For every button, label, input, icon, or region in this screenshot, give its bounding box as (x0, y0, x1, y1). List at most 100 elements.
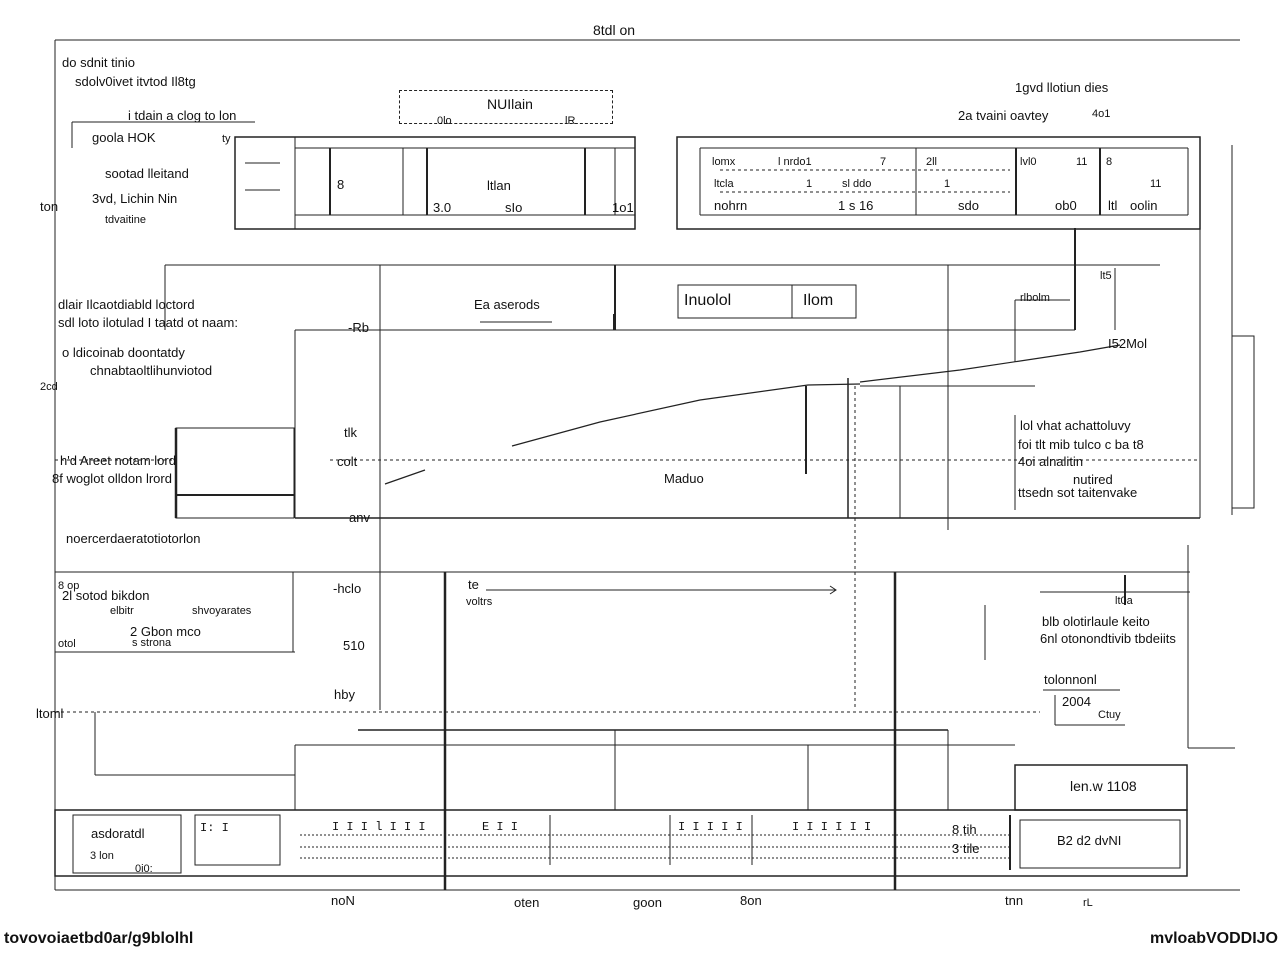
top-right-line-3: 4o1 (1092, 108, 1111, 120)
table-right-cell: ltl (1108, 198, 1118, 213)
left-group-line-a: sootad lleitand (105, 166, 189, 181)
chart-right-mark: lt5 (1100, 270, 1112, 282)
table-right-cell: ltcla (714, 178, 734, 190)
mini-label: 8 op (58, 580, 80, 592)
table-right-cell: oolin (1130, 198, 1158, 213)
right-note-line-2: foi tlt mib tulco c ba t8 (1018, 437, 1144, 452)
footer-left: tovovoiaetbd0ar/g9blolhl (4, 930, 194, 947)
footer-band-right-a: 8 tih (952, 822, 977, 837)
footer-band-left-b: 3 lon (90, 850, 114, 862)
footer-band-ticks: I I I I I I (792, 820, 872, 834)
top-right-line-2: 2a tvaini oavtey (958, 108, 1049, 123)
lower-right-note-2: 6nl otonondtivib tbdeiits (1040, 631, 1176, 646)
header-box-sub-right: lR (565, 115, 576, 127)
table-right-cell: l nrdo1 (778, 156, 812, 168)
chart-annotation-mid: Maduo (664, 471, 704, 486)
chart-ytick-label: anv (349, 510, 370, 525)
footer-band-right-box: B2 d2 dvNI (1057, 833, 1122, 848)
footer-band-left-a: asdoratdl (91, 826, 145, 841)
table-right-cell: sl ddo (842, 178, 872, 190)
table-right-cell: nohrn (714, 198, 748, 213)
x-axis-label: rL (1083, 897, 1093, 909)
table-right-cell: 2ll (926, 156, 938, 168)
header-box-label: NUIlain (487, 96, 533, 112)
top-left-label-b2: ty (222, 133, 231, 145)
chart-legend-box-2: Ilom (803, 292, 834, 309)
chart-legend-left: Ea aserods (474, 297, 540, 312)
chart-ytick-label: -Rb (348, 320, 369, 335)
lower-right-unit: Ctuy (1098, 709, 1121, 721)
chart-ytick-label: colt (337, 454, 358, 469)
mini-label: 2l sotod bikdon (62, 588, 150, 603)
x-axis-label: noN (331, 893, 355, 908)
table-left-cell: 8 (337, 177, 345, 192)
top-left-label-b: goola HOK (92, 130, 156, 145)
table-left-cell: 3.0 (433, 200, 452, 215)
left-bracket-label-a: h'd Areet notam lord (60, 453, 176, 468)
table-left-cell: 1o1 (612, 200, 634, 215)
lower-ytick-label: hby (334, 687, 355, 702)
mini-label: shvoyarates (192, 605, 252, 617)
left-paragraph-1a: dlair Ilcaotdiabld loctord (58, 297, 195, 312)
table-left-cell: ltlan (487, 178, 511, 193)
table-right-cell: 11 (1076, 156, 1088, 168)
header-box (399, 90, 613, 124)
left-paragraph-2a: o ldicoinab doontatdy (62, 345, 185, 360)
lower-ytick-label: -hclo (333, 581, 362, 596)
footer-right: mvloabVODDIJO (1149, 930, 1278, 947)
lower-right-box-label: lt0a (1115, 595, 1133, 607)
x-axis-label: 8on (740, 893, 762, 908)
table-right-cell: 1 (806, 178, 813, 190)
lower-label-voltrs: voltrs (466, 596, 493, 608)
left-bracket-label-b: 8f woglot olldon lrord (52, 471, 172, 486)
left-group-line-c: tdvaitine (105, 214, 146, 226)
table-right-cell: sdo (958, 198, 979, 213)
top-left-line-1: do sdnit tinio (62, 55, 135, 70)
chart-ytick-label: tlk (344, 425, 357, 440)
table-right-cell: ob0 (1055, 198, 1077, 213)
section-note: noercerdaeratotiotorlon (66, 531, 201, 546)
left-paragraph-2b: chnabtaoltlihunviotod (90, 363, 213, 378)
top-left-line-2: sdolv0ivet itvtod Il8tg (75, 74, 196, 89)
top-right-line-1: 1gvd llotiun dies (1015, 80, 1109, 95)
table-right-cell: 1 s 16 (838, 198, 874, 213)
chart-legend-box-1: Inuolol (684, 292, 732, 309)
left-label-tom: ltoml (36, 706, 64, 721)
right-note-line-3: 4oi alnalitin (1018, 454, 1084, 469)
footer-band-ticks: I I I I I (678, 820, 743, 834)
header-box-sub-left: 0lo (437, 115, 452, 127)
chart-right-top: rlbolm (1020, 292, 1050, 304)
mini-label: otol (58, 638, 76, 650)
left-label-ton: ton (40, 199, 59, 214)
footer-band-ticks: I: I (200, 821, 229, 835)
lower-bottom-box-label: len.w 1108 (1070, 778, 1137, 794)
x-axis-label: oten (514, 895, 540, 910)
footer-band-right-b: 3 tile (952, 841, 980, 856)
left-group-line-b: 3vd, Lichin Nin (92, 191, 178, 206)
mini-label: 2 Gbon mco (130, 624, 201, 639)
right-note-line-1: lol vhat achattoluvy (1020, 418, 1131, 433)
footer-band-ticks: E I I (482, 820, 519, 834)
lower-right-value: 2004 (1062, 694, 1091, 709)
chart-right-label: I52Mol (1108, 336, 1148, 351)
x-axis-label: tnn (1005, 893, 1024, 908)
table-right-cell: 7 (880, 156, 887, 168)
lower-label-to: te (468, 577, 479, 592)
table-left-cell: sIo (505, 200, 523, 215)
table-right-cell: lomx (712, 156, 736, 168)
table-right-cell: lvl0 (1020, 156, 1037, 168)
diagram-title: 8tdl on (593, 22, 636, 38)
mini-label: elbitr (110, 605, 134, 617)
lower-ytick-label: 510 (343, 638, 365, 653)
right-note-line-4: nutired (1073, 472, 1113, 487)
table-right-cell: 1 (944, 178, 951, 190)
lower-right-note-1: blb olotirlaule keito (1042, 614, 1150, 629)
right-note-line-5: ttsedn sot taitenvake (1018, 485, 1138, 500)
lower-right-sub: tolonnonl (1044, 672, 1097, 687)
left-label-s2: 2cd (40, 381, 58, 393)
table-right-cell: 11 (1150, 178, 1162, 190)
x-axis-label: goon (633, 895, 662, 910)
mini-label: s strona (132, 637, 172, 649)
footer-band-left-c: 0i0: (135, 863, 153, 875)
